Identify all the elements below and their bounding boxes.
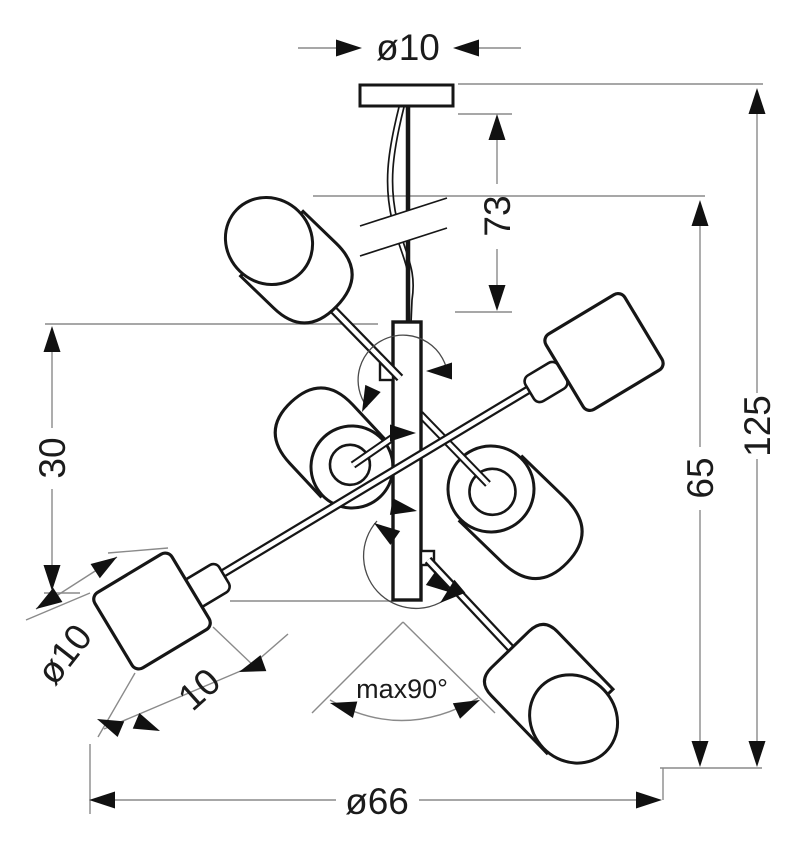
extension-line (212, 626, 258, 670)
lamp-fixture (92, 83, 665, 765)
angle-arrowhead (327, 694, 358, 718)
dimension-label-stem-length: 30 (32, 437, 73, 478)
lamp-arm-core (418, 412, 490, 486)
dim-arrowhead (93, 711, 125, 737)
dimension-label-canopy-diameter: ø10 (376, 27, 440, 68)
break-symbol-line (359, 197, 448, 227)
dim-arrowhead (132, 713, 164, 739)
rotation-arc (357, 334, 449, 408)
lamp-arm-core (220, 385, 535, 576)
angle-leg-line (311, 621, 404, 714)
dim-arrowhead (336, 39, 362, 57)
ceiling-canopy (358, 83, 455, 108)
rotation-arrowhead (426, 362, 452, 380)
dim-arrowhead (453, 39, 479, 57)
dimension-label-overall-diameter: ø66 (345, 781, 409, 822)
dim-arrowhead (488, 114, 506, 140)
dimension-label-total-height: 125 (737, 395, 778, 457)
dimension-label-swivel-angle: max90° (356, 674, 448, 704)
dim-arrowhead (748, 741, 766, 767)
extension-line (107, 547, 169, 554)
lampshade-upper-right (543, 291, 665, 413)
dim-arrowhead (90, 549, 122, 579)
lampshade-bottom-right (482, 622, 620, 765)
dimension-label-fixture-height: 65 (680, 457, 721, 498)
extension-line (25, 592, 91, 621)
dim-arrowhead (43, 326, 61, 352)
dimension-label-shade-diameter: ø10 (29, 617, 101, 692)
dim-arrowhead (43, 565, 61, 591)
rotation-arc (363, 520, 456, 609)
break-symbol-line (359, 227, 448, 257)
lampshade-middle-left (273, 386, 395, 510)
lamp-arm-core (351, 434, 397, 467)
angle-leg-line (402, 621, 496, 714)
break-symbol (360, 198, 447, 256)
lampshade-face (223, 196, 315, 286)
extension-lines (25, 47, 763, 814)
dim-arrowhead (636, 791, 662, 809)
dim-arrowhead (488, 285, 506, 311)
lampshade-body (543, 291, 665, 413)
lampshade-face (528, 673, 620, 765)
lamp-arm-core (426, 558, 519, 657)
lampshade-body (92, 551, 212, 671)
dimension-line (103, 666, 251, 730)
lampshade-top-left (223, 196, 354, 325)
extension-line (97, 672, 136, 738)
dim-arrowhead (691, 200, 709, 226)
dim-arrowhead (89, 791, 115, 809)
rotation-indicators (354, 334, 466, 610)
dimension-label-shade-length: 10 (170, 660, 228, 718)
dimension-label-suspension-length: 73 (477, 195, 518, 236)
lampshade-socket-hole (328, 443, 372, 487)
lampshade-bottom-left (92, 551, 212, 671)
dim-arrowhead (691, 741, 709, 767)
dim-arrowhead (748, 88, 766, 114)
dim-arrowhead (236, 655, 267, 680)
